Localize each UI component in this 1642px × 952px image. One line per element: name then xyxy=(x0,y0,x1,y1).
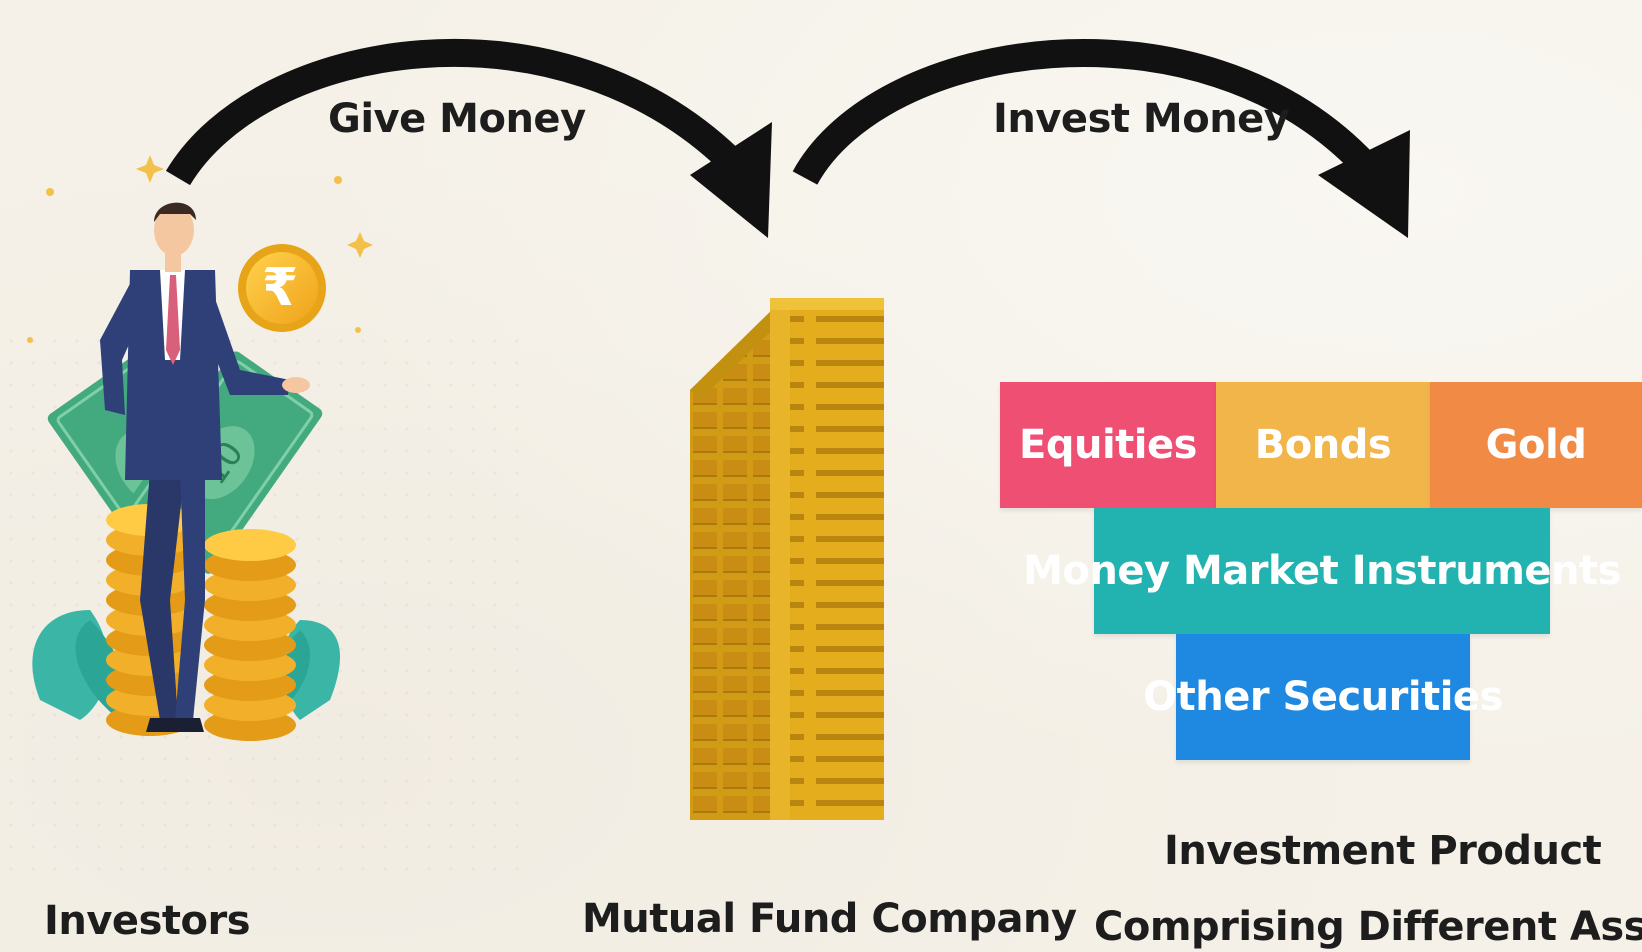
asset-money-market-label: Money Market Instruments xyxy=(1023,548,1621,594)
asset-other-securities: Other Securities xyxy=(1143,634,1503,760)
mutual-fund-company-label: Mutual Fund Company xyxy=(582,896,1077,942)
investors-label: Investors xyxy=(44,898,251,944)
asset-equities-label: Equities xyxy=(1019,422,1197,468)
give-money-arrowhead xyxy=(690,122,772,238)
invest-money-label: Invest Money xyxy=(993,96,1290,142)
investor-figure-icon xyxy=(100,202,310,732)
asset-gold-label: Gold xyxy=(1485,422,1587,468)
give-money-label: Give Money xyxy=(328,96,586,142)
rupee-coin-icon xyxy=(238,244,326,332)
asset-bonds: Bonds xyxy=(1216,382,1430,508)
asset-other-securities-label: Other Securities xyxy=(1143,674,1503,720)
give-money-arrow xyxy=(165,38,745,186)
mutual-fund-building-icon xyxy=(690,298,884,820)
asset-equities: Equities xyxy=(1000,382,1216,508)
sparkles xyxy=(27,155,373,343)
asset-gold: Gold xyxy=(1430,382,1642,508)
invest-money-arrow xyxy=(792,38,1376,186)
investment-product-label: Investment Product xyxy=(1164,828,1602,874)
invest-money-arrowhead xyxy=(1318,130,1410,238)
asset-bonds-label: Bonds xyxy=(1254,422,1392,468)
asset-money-market-instruments: Money Market Instruments xyxy=(1023,508,1621,634)
investment-product-sublabel: Comprising Different Assets xyxy=(1094,904,1642,950)
rupee-symbol: ₹ xyxy=(262,258,298,318)
